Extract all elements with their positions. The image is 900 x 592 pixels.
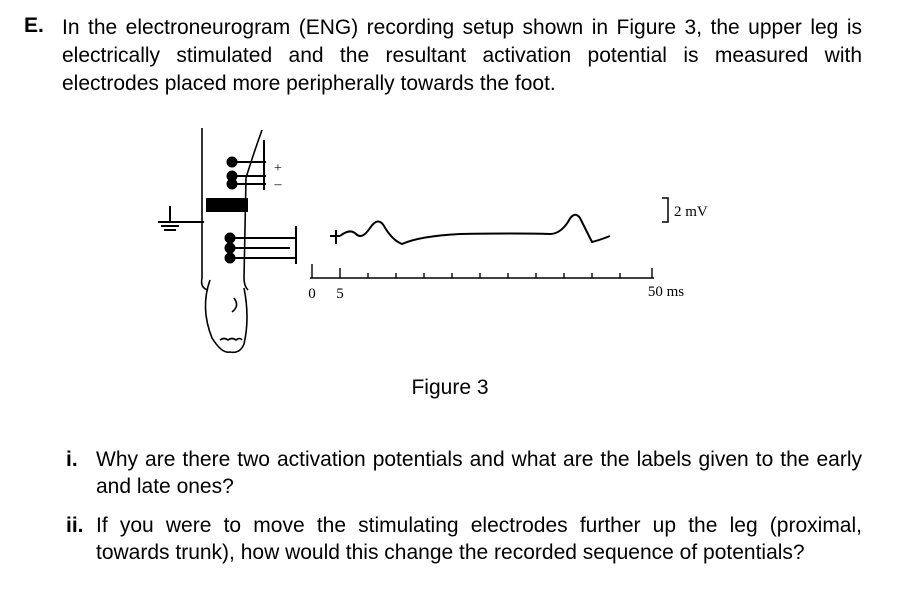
question-letter: E. <box>24 14 44 37</box>
time-axis <box>310 264 654 279</box>
scale-bar <box>662 197 669 223</box>
plus-label: + <box>274 161 282 176</box>
minus-label: – <box>274 177 283 192</box>
subquestion-number: i. <box>66 448 78 471</box>
upper-electrodes <box>226 140 266 190</box>
stimulating-electrode-band <box>206 198 248 212</box>
figure-3: + – 2 mV <box>140 118 740 368</box>
question-text: In the electroneurogram (ENG) recording … <box>62 16 862 95</box>
subquestion-number: ii. <box>66 514 84 537</box>
scale-bar-label: 2 mV <box>674 204 708 220</box>
recorded-trace <box>330 213 611 246</box>
recording-electrodes <box>224 226 297 264</box>
subquestion-text: Why are there two activation potentials … <box>96 448 862 498</box>
subquestion-text: If you were to move the stimulating elec… <box>96 514 862 564</box>
tick-label-0: 0 <box>308 286 316 302</box>
tick-label-5: 5 <box>336 286 344 302</box>
eng-setup-diagram: + – 2 mV <box>158 128 708 354</box>
leg-outline <box>200 128 263 354</box>
ground-symbol <box>158 206 204 231</box>
tick-label-50ms: 50 ms <box>648 284 684 300</box>
figure-caption: Figure 3 <box>411 376 489 399</box>
